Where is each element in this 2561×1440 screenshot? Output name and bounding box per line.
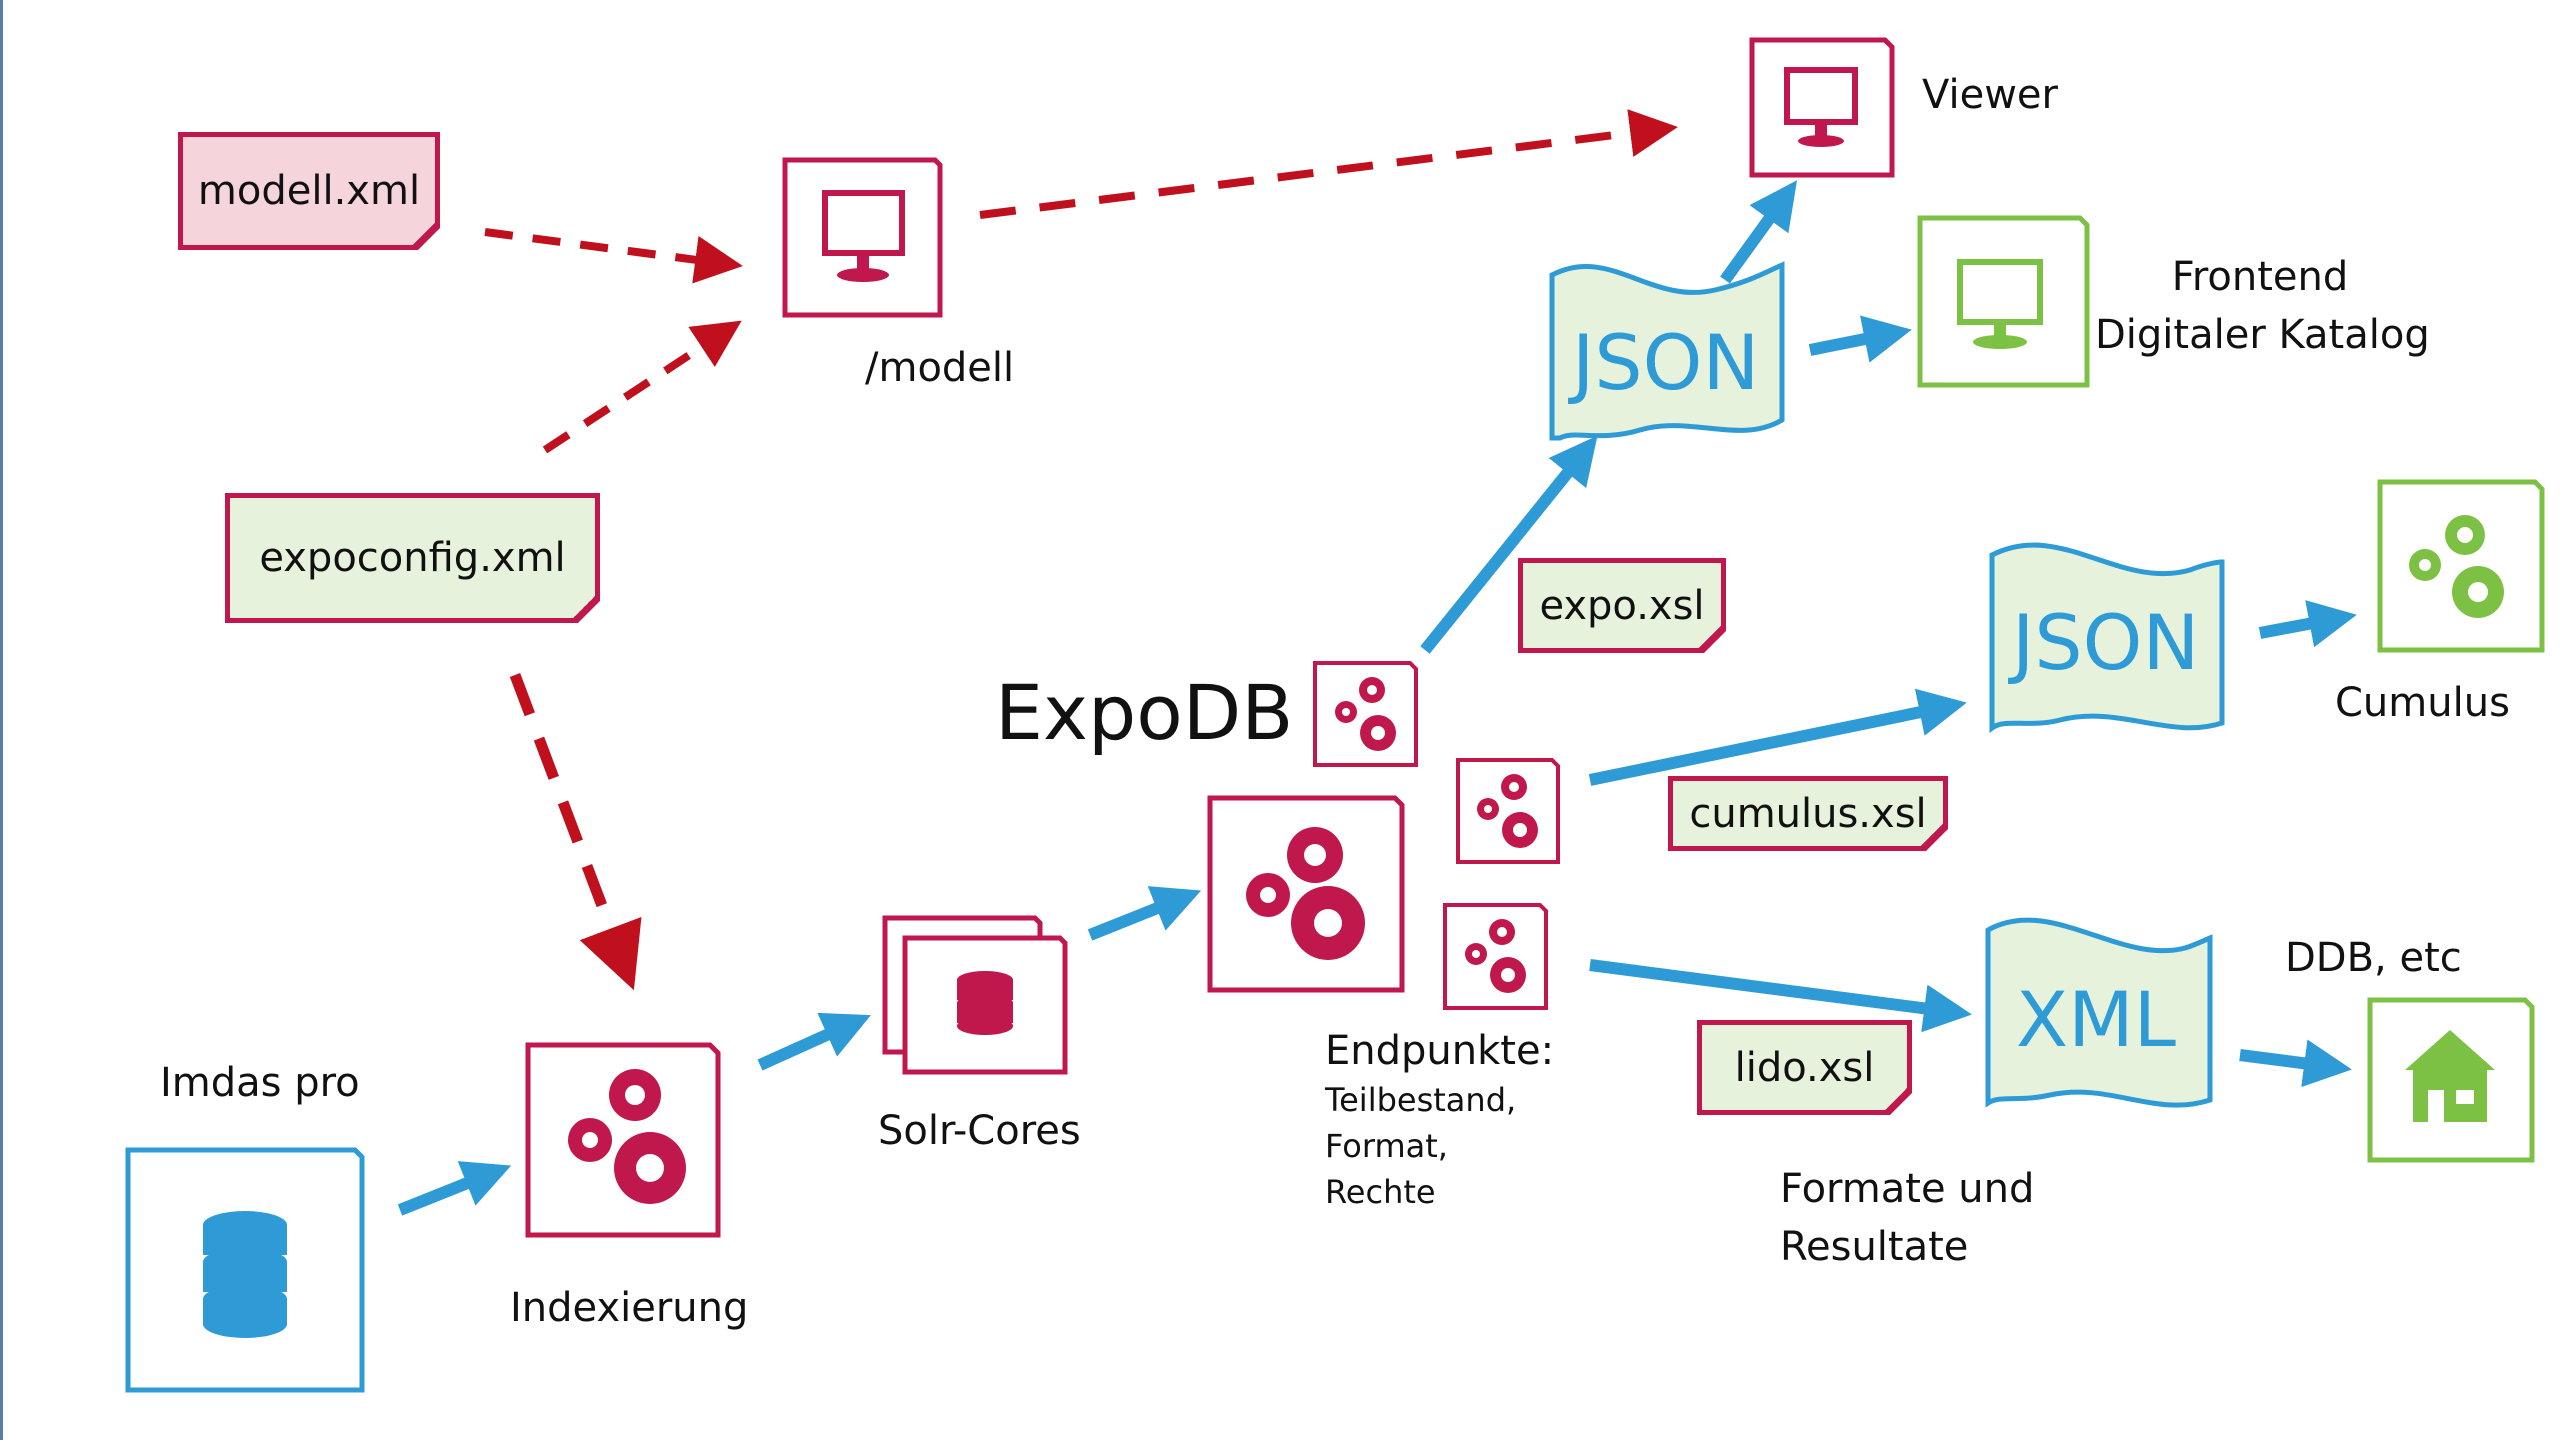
lido-xsl-label: lido.xsl [1734,1044,1875,1091]
arrow-expodb-to-xml [1589,959,1972,1033]
cumulus-box [2377,479,2545,653]
frontend-box [1917,215,2090,388]
endpunkte-line3: Rechte [1325,1173,1436,1211]
lido-xsl-note: lido.xsl [1697,1020,1912,1115]
gears-icon [1335,677,1396,751]
modell-xml-note: modell.xml [178,132,440,250]
indexierung-box [525,1042,721,1238]
arrow-expodb-to-json-frontend [1420,435,1598,654]
dash-arrow-endpoint-to-viewer [979,109,1678,219]
arrow-json-to-cumulus [2258,600,2357,648]
imdas-label: Imdas pro [160,1060,360,1106]
json-cumulus-label: JSON [2012,598,2200,687]
solr-cores-label: Solr-Cores [878,1108,1081,1154]
arrow-imdas-to-indexierung [397,1161,512,1216]
cumulus-xsl-note: cumulus.xsl [1668,776,1948,851]
modell-endpoint-label: /modell [865,345,1015,391]
expo-xsl-label: expo.xsl [1539,582,1705,629]
gears-icon [2409,515,2504,618]
cumulus-xsl-label: cumulus.xsl [1689,790,1927,837]
diagram-title: ExpoDB [995,668,1294,757]
viewer-label: Viewer [1922,72,2058,118]
endpoint-box-3 [1443,903,1548,1010]
endpunkte-title: Endpunkte: [1325,1028,1555,1074]
gears-icon [1477,774,1538,848]
house-icon [2405,1030,2495,1122]
database-icon [957,971,1013,1035]
frontend-label-line2: Digitaler Katalog [2095,312,2430,358]
ddb-label: DDB, etc [2285,935,2462,981]
arrow-json-to-frontend [1808,315,1912,363]
dash-arrow-modell-to-endpoint [484,228,743,284]
gears-icon [1465,919,1526,993]
json-frontend-label: JSON [1572,318,1760,407]
endpoint-box-2 [1456,758,1560,864]
frontend-label: Frontend Digitaler Katalog [2095,248,2430,364]
cumulus-label: Cumulus [2335,680,2510,726]
modell-xml-label: modell.xml [197,168,421,214]
json-cumulus-doc [1989,542,2225,734]
monitor-icon [822,190,905,282]
dash-arrow-expoconfig-to-indexierung [509,673,642,991]
formate-line2: Resultate [1780,1224,1969,1270]
endpunkte-label: Endpunkte: Teilbestand, Format, Rechte [1325,1025,1554,1215]
expodb-main-box [1207,795,1405,993]
modell-endpoint-box [782,157,943,318]
arrow-xml-to-ddb [2239,1039,2352,1088]
solr-cores-box [882,915,1068,1075]
monitor-icon [1957,259,2043,349]
indexierung-label: Indexierung [510,1285,749,1331]
expo-xsl-note: expo.xsl [1518,558,1726,653]
gears-icon [1246,827,1365,960]
endpunkte-line2: Format, [1325,1127,1448,1165]
arrow-indexierung-to-solr [757,1012,871,1071]
expoconfig-xml-label: expoconfig.xml [259,535,566,581]
formate-label: Formate und Resultate [1780,1160,2034,1276]
json-frontend-doc [1549,261,1785,441]
xml-ddb-label: XML [2016,975,2176,1064]
viewer-box [1749,37,1895,178]
formate-line1: Formate und [1780,1166,2035,1212]
left-border-rule [0,0,3,1440]
imdas-box [125,1147,365,1393]
arrow-json-to-viewer [1720,180,1798,284]
ddb-box [2367,997,2535,1163]
database-icon [203,1211,287,1338]
monitor-icon [1784,67,1858,147]
arrow-expodb-to-json-cumulus [1588,688,1967,786]
arrow-solr-to-expodb [1087,886,1202,941]
xml-ddb-doc [1985,917,2213,1108]
endpoint-box-1 [1313,661,1418,767]
gears-icon [568,1069,686,1204]
endpunkte-line1: Teilbestand, [1325,1081,1517,1119]
dash-arrow-expoconfig-to-endpoint [542,320,742,454]
frontend-label-line1: Frontend [2171,254,2349,300]
expoconfig-xml-note: expoconfig.xml [225,493,600,623]
